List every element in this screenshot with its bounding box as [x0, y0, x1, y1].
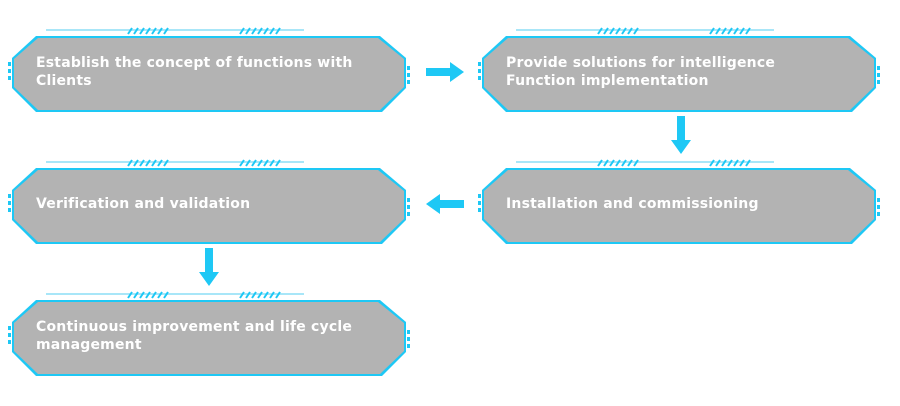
arrow-right-icon [426, 62, 464, 82]
step-label: Provide solutions for intelligence Funct… [506, 55, 776, 89]
step-frame-5 [8, 291, 410, 376]
step-box-3: Installation and commissioning [478, 159, 880, 244]
arrow-down-icon [671, 116, 691, 154]
step-label: Verification and validation [36, 196, 251, 212]
step-label: Continuous improvement and life cycle ma… [36, 319, 353, 353]
step-box-2: Provide solutions for intelligence Funct… [478, 27, 880, 112]
step-frame-4 [8, 159, 410, 244]
arrow-left-icon [426, 194, 464, 214]
step-frame-3 [478, 159, 880, 244]
step-label: Installation and commissioning [506, 196, 759, 212]
step-box-1: Establish the concept of functions with … [8, 27, 410, 112]
step-box-4: Verification and validation [8, 159, 410, 244]
step-label: Establish the concept of functions with … [36, 55, 353, 89]
arrow-down-icon [199, 248, 219, 286]
step-frame-1 [8, 27, 410, 112]
step-frame-2 [478, 27, 880, 112]
step-box-5: Continuous improvement and life cycle ma… [8, 291, 410, 376]
